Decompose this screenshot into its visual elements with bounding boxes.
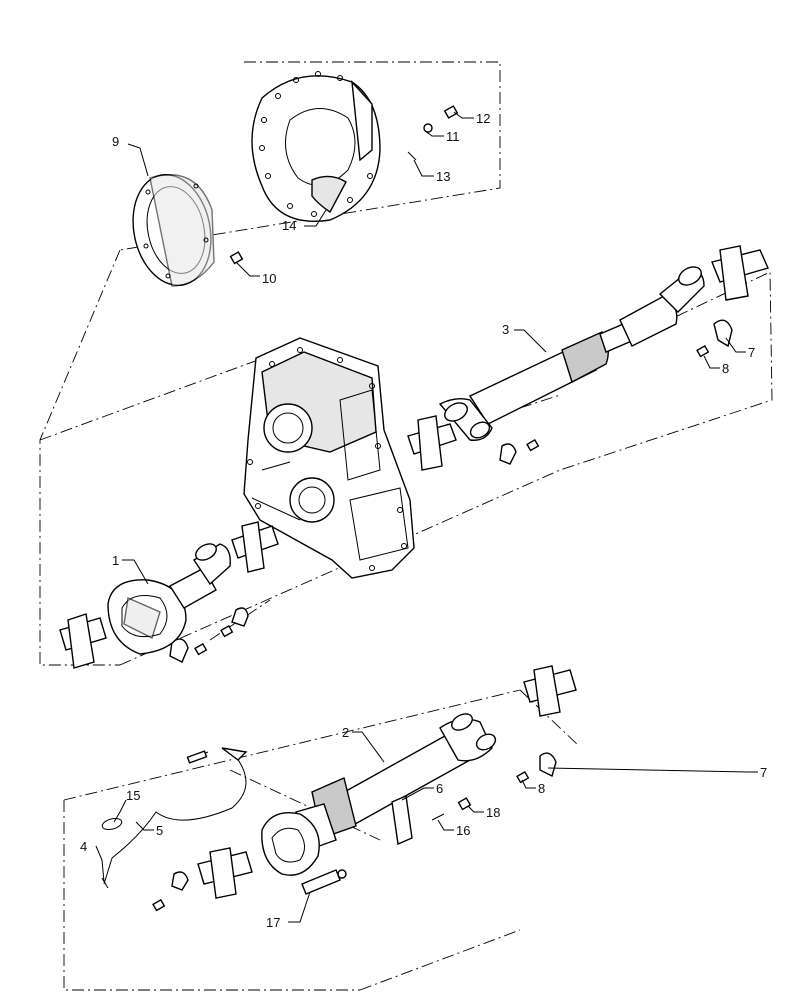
callout-12: 12 [476,111,490,126]
callout-numbers: 9 10 11 12 13 14 3 7 8 1 2 6 7 8 18 16 1… [80,111,767,930]
callout-4: 4 [80,839,87,854]
callout-7-upper: 7 [748,345,755,360]
callout-3: 3 [502,322,509,337]
callout-5: 5 [156,823,163,838]
callout-15: 15 [126,788,140,803]
callout-2: 2 [342,725,349,740]
seal-flange [251,71,381,222]
callout-14: 14 [282,218,296,233]
bottom-hardware [152,752,557,912]
transmission-gearbox [243,337,415,579]
callout-7-lower: 7 [760,765,767,780]
speed-sensor-cable [101,747,248,889]
callout-9: 9 [112,134,119,149]
callout-leaders [95,111,758,923]
universal-joint-cross [59,245,769,669]
callout-11: 11 [446,129,460,144]
callout-8-upper: 8 [722,361,729,376]
cv-joint-shaft-1 [107,543,231,655]
driveshaft-2 [261,713,497,876]
callout-13: 13 [436,169,450,184]
bell-housing-ring [132,173,215,287]
callout-16: 16 [456,823,470,838]
callout-17: 17 [266,915,280,930]
callout-10: 10 [262,271,276,286]
middle-hardware [169,319,733,663]
top-hardware [229,105,459,265]
callout-8-lower: 8 [538,781,545,796]
callout-18: 18 [486,805,500,820]
callout-1: 1 [112,553,119,568]
universal-joint-cross-bottom [197,665,577,899]
driveshaft-3 [438,266,705,441]
callout-6: 6 [436,781,443,796]
